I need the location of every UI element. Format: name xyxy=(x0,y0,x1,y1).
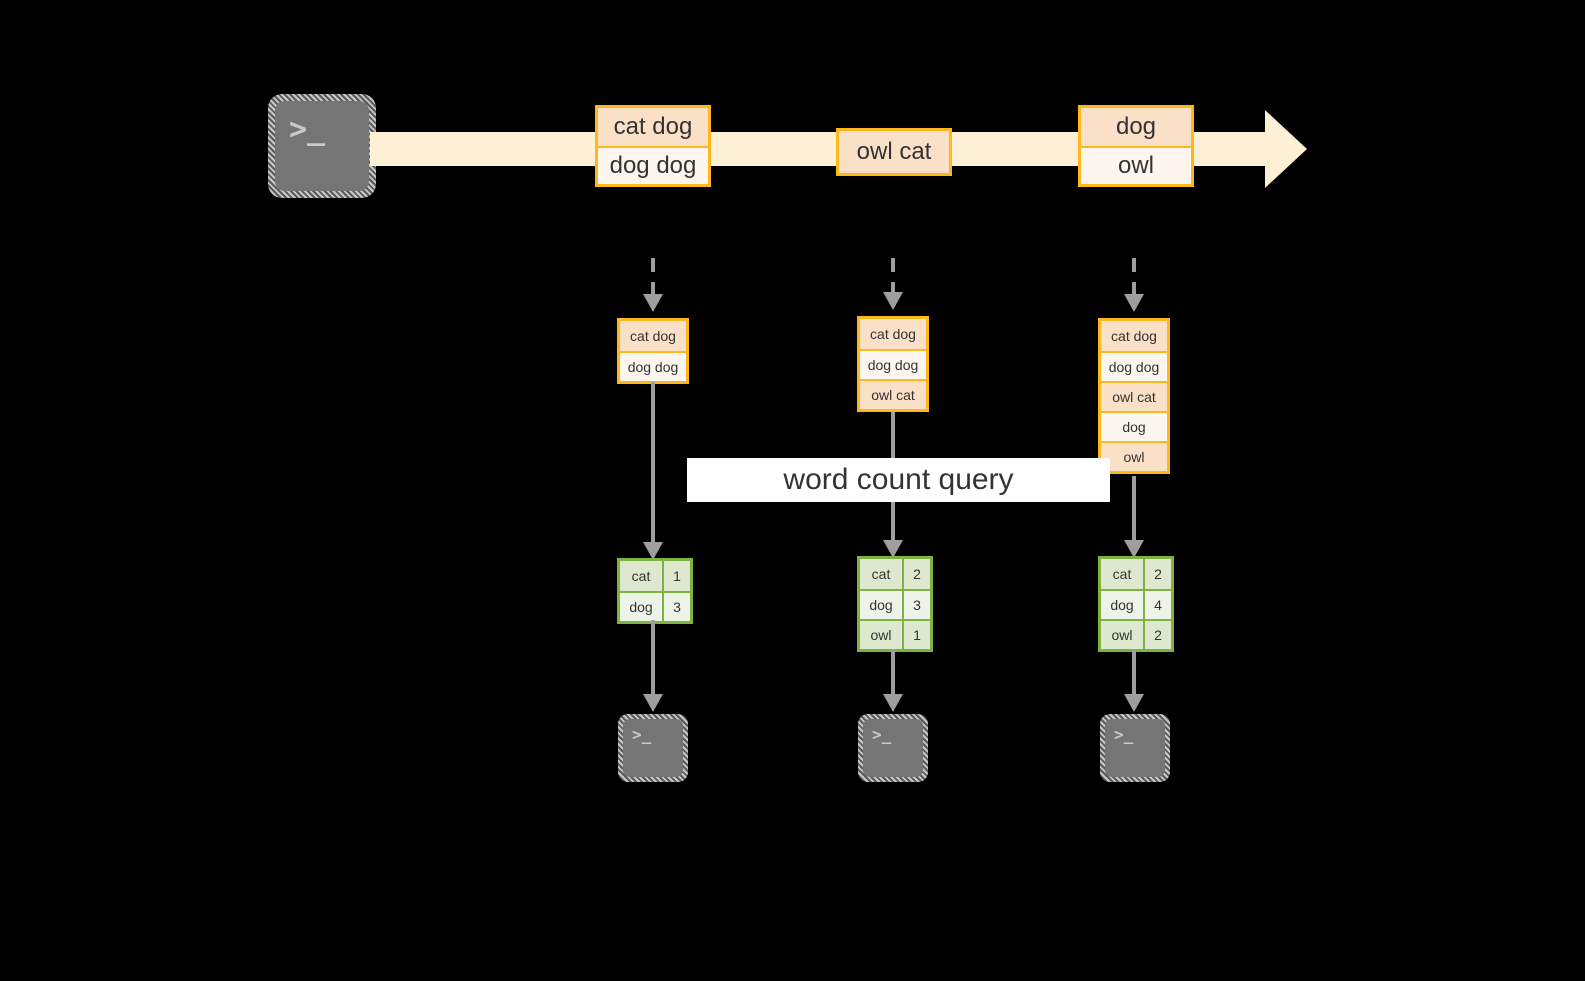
stream-batch-3-line-1: dog xyxy=(1081,108,1191,146)
terminal-prompt-glyph: >_ xyxy=(1114,725,1134,744)
stream-batch-1-line-2: dog dog xyxy=(598,146,708,184)
table-row: cat 1 xyxy=(620,561,690,591)
trigger-3-input-line-5: owl xyxy=(1101,441,1167,471)
result-count: 2 xyxy=(1145,559,1171,589)
trigger-3-result-table: cat 2 dog 4 owl 2 xyxy=(1098,556,1174,652)
result-word: dog xyxy=(620,593,664,621)
terminal-prompt-glyph: >_ xyxy=(289,112,326,147)
result-word: owl xyxy=(860,621,904,649)
result-word: owl xyxy=(1101,621,1145,649)
trigger-1-input-line-1: cat dog xyxy=(620,321,686,351)
result-count: 2 xyxy=(1145,621,1171,649)
trigger-1-tap-arrowhead-icon xyxy=(643,294,663,312)
trigger-2-result-table: cat 2 dog 3 owl 1 xyxy=(857,556,933,652)
trigger-3-input-line-3: owl cat xyxy=(1101,381,1167,411)
trigger-1-sink-terminal-icon: >_ xyxy=(618,714,688,782)
result-count: 2 xyxy=(904,559,930,589)
result-word: cat xyxy=(860,559,904,589)
table-row: dog 4 xyxy=(1101,589,1171,619)
table-row: owl 1 xyxy=(860,619,930,649)
result-word: cat xyxy=(620,561,664,591)
trigger-2-input-line-3: owl cat xyxy=(860,379,926,409)
trigger-3-input-line-1: cat dog xyxy=(1101,321,1167,351)
result-count: 1 xyxy=(664,561,690,591)
result-count: 1 xyxy=(904,621,930,649)
result-count: 4 xyxy=(1145,591,1171,619)
stream-batch-3-line-2: owl xyxy=(1081,146,1191,184)
trigger-2-tap-line xyxy=(891,258,895,298)
source-terminal-icon: >_ xyxy=(268,94,376,198)
trigger-3-tap-arrowhead-icon xyxy=(1124,294,1144,312)
table-row: dog 3 xyxy=(620,591,690,621)
stream-batch-3: dog owl xyxy=(1078,105,1194,187)
stream-batch-1-line-1: cat dog xyxy=(598,108,708,146)
trigger-3-query-line xyxy=(1132,476,1136,550)
trigger-3-input-table: cat dog dog dog owl cat dog owl xyxy=(1098,318,1170,474)
table-row: owl 2 xyxy=(1101,619,1171,649)
trigger-2-input-line-1: cat dog xyxy=(860,319,926,349)
trigger-1-sink-line xyxy=(651,620,655,700)
result-word: cat xyxy=(1101,559,1145,589)
table-row: cat 2 xyxy=(1101,559,1171,589)
stream-batch-2: owl cat xyxy=(836,128,952,176)
trigger-1-input-line-2: dog dog xyxy=(620,351,686,381)
trigger-2-input-table: cat dog dog dog owl cat xyxy=(857,316,929,412)
result-word: dog xyxy=(1101,591,1145,619)
trigger-2-query-arrowhead-icon xyxy=(883,540,903,558)
stream-batch-1: cat dog dog dog xyxy=(595,105,711,187)
trigger-3-input-line-2: dog dog xyxy=(1101,351,1167,381)
trigger-3-sink-arrowhead-icon xyxy=(1124,694,1144,712)
result-word: dog xyxy=(860,591,904,619)
result-count: 3 xyxy=(664,593,690,621)
trigger-1-tap-line xyxy=(651,258,655,300)
trigger-2-sink-arrowhead-icon xyxy=(883,694,903,712)
trigger-2-sink-terminal-icon: >_ xyxy=(858,714,928,782)
table-row: dog 3 xyxy=(860,589,930,619)
stream-batch-2-line-1: owl cat xyxy=(839,131,949,173)
terminal-prompt-glyph: >_ xyxy=(872,725,892,744)
result-count: 3 xyxy=(904,591,930,619)
trigger-3-query-arrowhead-icon xyxy=(1124,540,1144,558)
trigger-1-query-line xyxy=(651,382,655,552)
table-row: cat 2 xyxy=(860,559,930,589)
trigger-2-input-line-2: dog dog xyxy=(860,349,926,379)
trigger-2-sink-line xyxy=(891,650,895,700)
trigger-2-tap-arrowhead-icon xyxy=(883,292,903,310)
query-banner-label: word count query xyxy=(783,463,1014,496)
trigger-3-sink-line xyxy=(1132,650,1136,700)
trigger-1-sink-arrowhead-icon xyxy=(643,694,663,712)
trigger-1-query-arrowhead-icon xyxy=(643,542,663,560)
trigger-3-input-line-4: dog xyxy=(1101,411,1167,441)
terminal-prompt-glyph: >_ xyxy=(632,725,652,744)
stream-arrow-head-icon xyxy=(1265,110,1307,188)
trigger-3-tap-line xyxy=(1132,258,1136,300)
trigger-1-input-table: cat dog dog dog xyxy=(617,318,689,384)
trigger-3-sink-terminal-icon: >_ xyxy=(1100,714,1170,782)
trigger-1-result-table: cat 1 dog 3 xyxy=(617,558,693,624)
query-banner: word count query xyxy=(687,458,1110,502)
